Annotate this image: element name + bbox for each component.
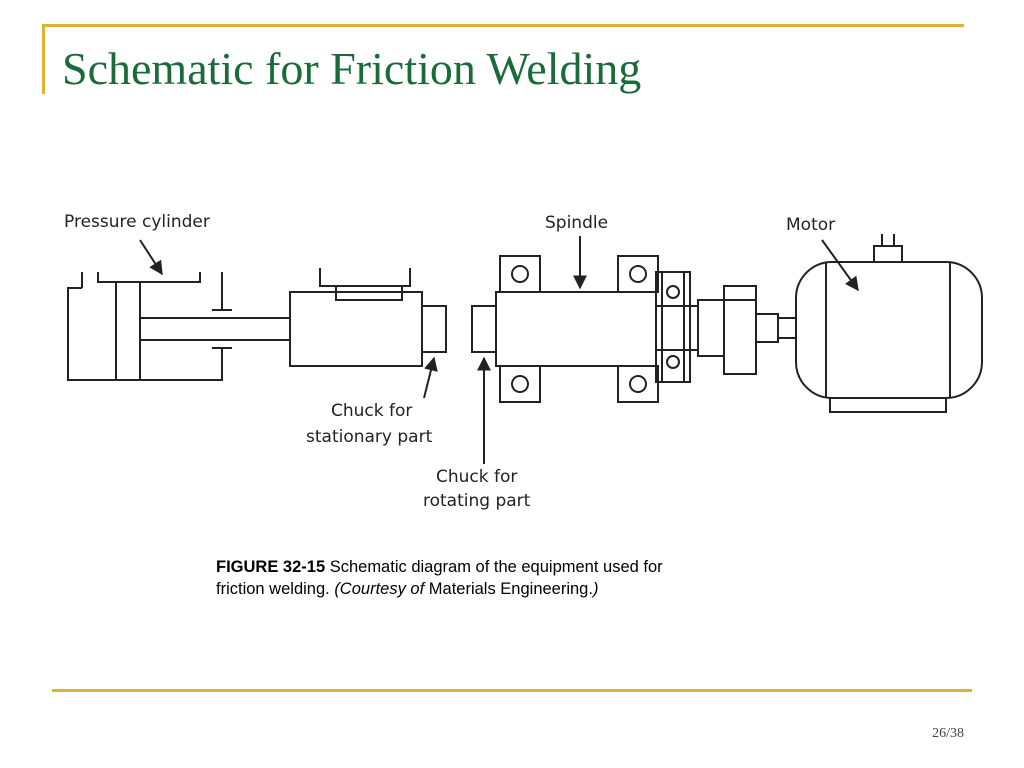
frame-top-rule — [42, 24, 964, 27]
rotating-chuck — [471, 305, 497, 353]
motor-arrow — [821, 239, 859, 292]
motor — [795, 234, 983, 413]
stationary-chuck-housing — [289, 268, 447, 367]
label-spindle: Spindle — [545, 213, 608, 233]
spindle — [495, 255, 699, 403]
label-motor: Motor — [786, 215, 835, 235]
coupling — [697, 285, 797, 375]
caption-text: Schematic diagram of the equipment used … — [216, 558, 663, 598]
caption-source: Materials Engineering. — [424, 580, 593, 598]
caption-courtesy: (Courtesy of — [334, 580, 425, 598]
pressure-cylinder — [67, 272, 232, 381]
slide-title: Schematic for Friction Welding — [62, 43, 642, 94]
figure-id: FIGURE 32-15 — [216, 558, 326, 576]
piston-rod — [140, 317, 290, 341]
friction-welding-diagram: Pressure cylinder Spindle Motor Chuck fo… — [64, 212, 983, 511]
label-chuck-rotating-line1: Chuck for — [436, 467, 517, 487]
frame-left-rule — [42, 24, 45, 94]
footer-rule — [52, 689, 972, 692]
caption-close: ) — [592, 580, 599, 598]
label-chuck-stationary-line2: stationary part — [306, 427, 433, 447]
pressure-cylinder-arrow — [139, 239, 163, 276]
figure-caption: FIGURE 32-15 Schematic diagram of the eq… — [216, 556, 686, 600]
label-chuck-stationary-line1: Chuck for — [331, 401, 412, 421]
page-number: 26/38 — [932, 726, 964, 741]
label-pressure-cylinder: Pressure cylinder — [64, 212, 210, 232]
stationary-chuck-arrow — [423, 356, 438, 399]
label-chuck-rotating-line2: rotating part — [423, 491, 531, 511]
